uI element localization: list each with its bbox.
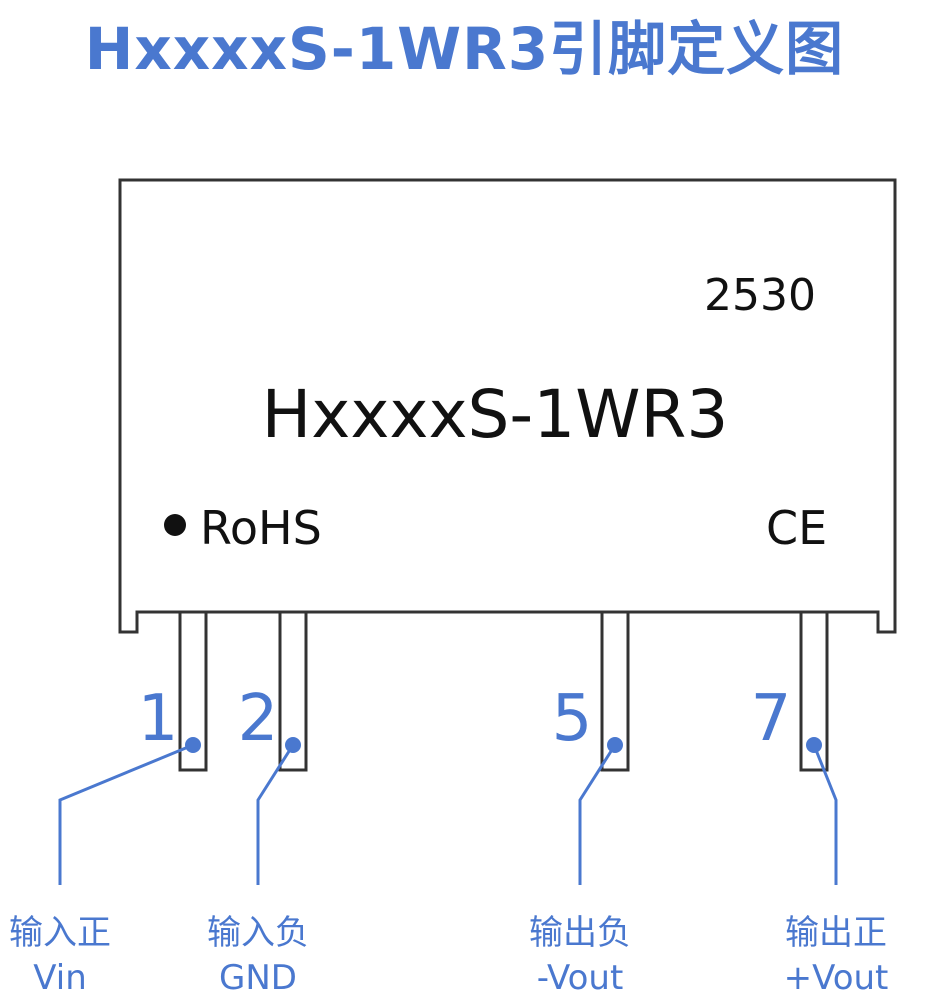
pin-1-name-cn: 输入正 — [9, 913, 111, 953]
pin-7-leader-line — [812, 744, 838, 885]
pin-1-leader-line — [58, 743, 194, 885]
pin-5-leader-line — [578, 744, 617, 885]
pin-2-name-en: GND — [219, 958, 297, 998]
pin-7-name-en: +Vout — [783, 958, 889, 998]
pin-7-name-cn: 输出正 — [785, 913, 887, 953]
pin-7-number: 7 — [751, 682, 792, 756]
pin-1-name-en: Vin — [33, 958, 87, 998]
pin-2-number: 2 — [238, 682, 279, 756]
module-body — [118, 178, 897, 634]
pin-1-number: 1 — [138, 682, 179, 756]
pin-5-name-en: -Vout — [536, 958, 624, 998]
rohs-dot-icon — [164, 514, 186, 536]
pin-1-lead — [178, 610, 208, 772]
pin-1-marker-dot — [185, 737, 201, 753]
pin-2-marker-dot — [285, 737, 301, 753]
pin-2-leader-line — [256, 744, 295, 885]
diagram-title: HxxxxS-1WR3引脚定义图 — [84, 15, 845, 83]
pin-2-name-cn: 输入负 — [207, 913, 309, 953]
rohs-label: RoHS — [200, 501, 322, 555]
date-code: 2530 — [704, 270, 816, 321]
ce-label: CE — [766, 501, 827, 555]
module-model: HxxxxS-1WR3 — [262, 376, 729, 453]
pin-7-marker-dot — [806, 737, 822, 753]
pin-5-number: 5 — [552, 682, 593, 756]
pin-5-name-cn: 输出负 — [529, 913, 631, 953]
pin-5-marker-dot — [607, 737, 623, 753]
